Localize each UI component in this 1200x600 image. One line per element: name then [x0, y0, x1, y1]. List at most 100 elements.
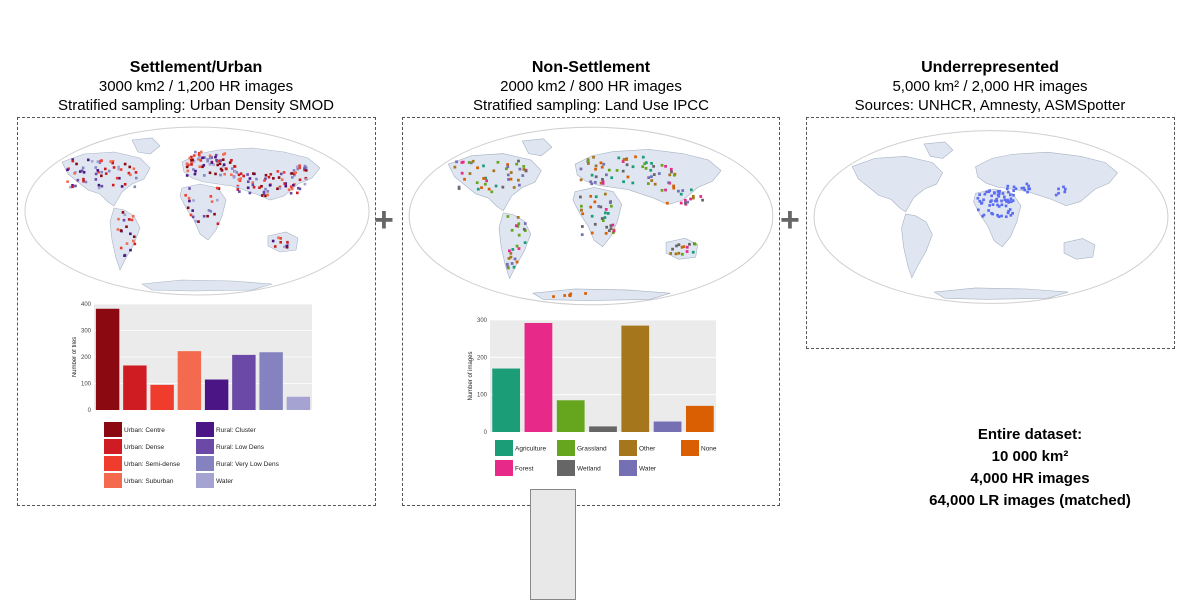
- summary-lr-images: 64,000 LR images (matched): [929, 492, 1131, 509]
- sample-point: [224, 167, 228, 170]
- sample-point: [599, 181, 603, 185]
- sample-point: [681, 252, 684, 256]
- sample-point: [215, 158, 218, 162]
- sample-point: [123, 213, 127, 217]
- sample-point: [305, 178, 308, 181]
- sample-point: [1057, 187, 1060, 191]
- sample-point: [119, 246, 123, 250]
- legend-label: Other: [639, 445, 656, 452]
- underrepresented-world-map: [813, 130, 1169, 304]
- sample-point: [237, 173, 241, 177]
- sample-point: [517, 178, 520, 182]
- sample-point: [238, 190, 241, 193]
- sample-point: [239, 172, 243, 175]
- sample-point: [223, 152, 227, 155]
- sample-point: [190, 155, 193, 159]
- legend-swatch: [104, 456, 122, 471]
- sample-point: [284, 184, 288, 188]
- sample-point: [590, 214, 594, 218]
- sample-point: [522, 227, 526, 231]
- sample-point: [223, 172, 226, 176]
- sample-point: [603, 216, 607, 219]
- sample-point: [644, 161, 648, 165]
- sample-point: [672, 184, 675, 188]
- y-axis-label: Number of images: [468, 351, 474, 400]
- sample-point: [230, 167, 234, 170]
- sample-point: [276, 170, 280, 173]
- sample-point: [688, 242, 691, 246]
- sample-point: [985, 190, 988, 194]
- bar: [177, 351, 202, 410]
- sample-point: [615, 169, 619, 172]
- sample-point: [273, 245, 277, 248]
- sample-point: [216, 163, 220, 167]
- sample-point: [127, 218, 131, 221]
- sample-point: [262, 192, 266, 196]
- sample-point: [1004, 204, 1008, 208]
- sample-point: [1006, 198, 1009, 202]
- legend-swatch: [104, 473, 122, 488]
- sample-point: [522, 165, 526, 168]
- sample-point: [622, 180, 625, 184]
- bar: [286, 396, 311, 410]
- sample-point: [123, 254, 126, 258]
- sample-point: [485, 179, 489, 183]
- sample-point: [248, 177, 252, 180]
- sample-point: [214, 172, 217, 176]
- sample-point: [133, 185, 137, 189]
- sample-point: [1000, 199, 1003, 203]
- sample-point: [1009, 197, 1013, 201]
- sample-point: [600, 217, 604, 220]
- sample-point: [691, 194, 695, 198]
- sample-point: [652, 165, 655, 168]
- sample-point: [282, 171, 286, 174]
- sample-point: [267, 175, 271, 179]
- sample-point: [251, 181, 255, 184]
- sample-point: [100, 170, 104, 174]
- sample-point: [1004, 215, 1008, 219]
- section-header-underrepresented: Underrepresented 5,000 km² / 2,000 HR im…: [805, 58, 1175, 115]
- section-title: Non-Settlement: [531, 59, 651, 76]
- sample-point: [208, 171, 212, 175]
- sample-point: [303, 167, 306, 170]
- sample-point: [978, 199, 982, 203]
- sample-point: [475, 181, 479, 185]
- sample-point: [603, 211, 607, 215]
- sample-point: [194, 150, 197, 154]
- sample-point: [188, 156, 192, 160]
- sample-point: [468, 172, 472, 175]
- y-tick-label: 300: [477, 318, 488, 324]
- sample-point: [579, 167, 583, 171]
- sample-point: [117, 217, 120, 221]
- y-tick-label: 100: [477, 393, 488, 399]
- settlement-world-map: [24, 126, 370, 296]
- sample-point: [987, 190, 991, 194]
- plus-icon: +: [374, 201, 394, 239]
- sample-point: [604, 231, 608, 235]
- sample-point: [197, 157, 200, 161]
- sample-point: [217, 159, 220, 163]
- sample-point: [1000, 214, 1003, 218]
- sample-point: [685, 250, 689, 253]
- sample-point: [983, 192, 987, 196]
- sample-point: [1005, 187, 1009, 191]
- section-header-settlement: Settlement/Urban 3000 km2 / 1,200 HR ima…: [20, 58, 372, 115]
- legend-label: Forest: [515, 465, 534, 472]
- sample-point: [516, 224, 520, 228]
- sample-point: [463, 177, 466, 181]
- sample-point: [987, 209, 990, 212]
- bar: [95, 308, 120, 410]
- bar: [621, 325, 650, 432]
- sample-point: [134, 176, 138, 180]
- sample-point: [286, 243, 290, 246]
- sample-point: [492, 169, 496, 173]
- sample-point: [242, 174, 246, 178]
- sample-point: [515, 244, 519, 248]
- sample-point: [1012, 193, 1015, 197]
- sample-point: [279, 237, 283, 240]
- sample-point: [507, 257, 511, 260]
- legend-label: Grassland: [577, 445, 607, 452]
- sample-point: [197, 153, 201, 157]
- sample-point: [264, 187, 267, 191]
